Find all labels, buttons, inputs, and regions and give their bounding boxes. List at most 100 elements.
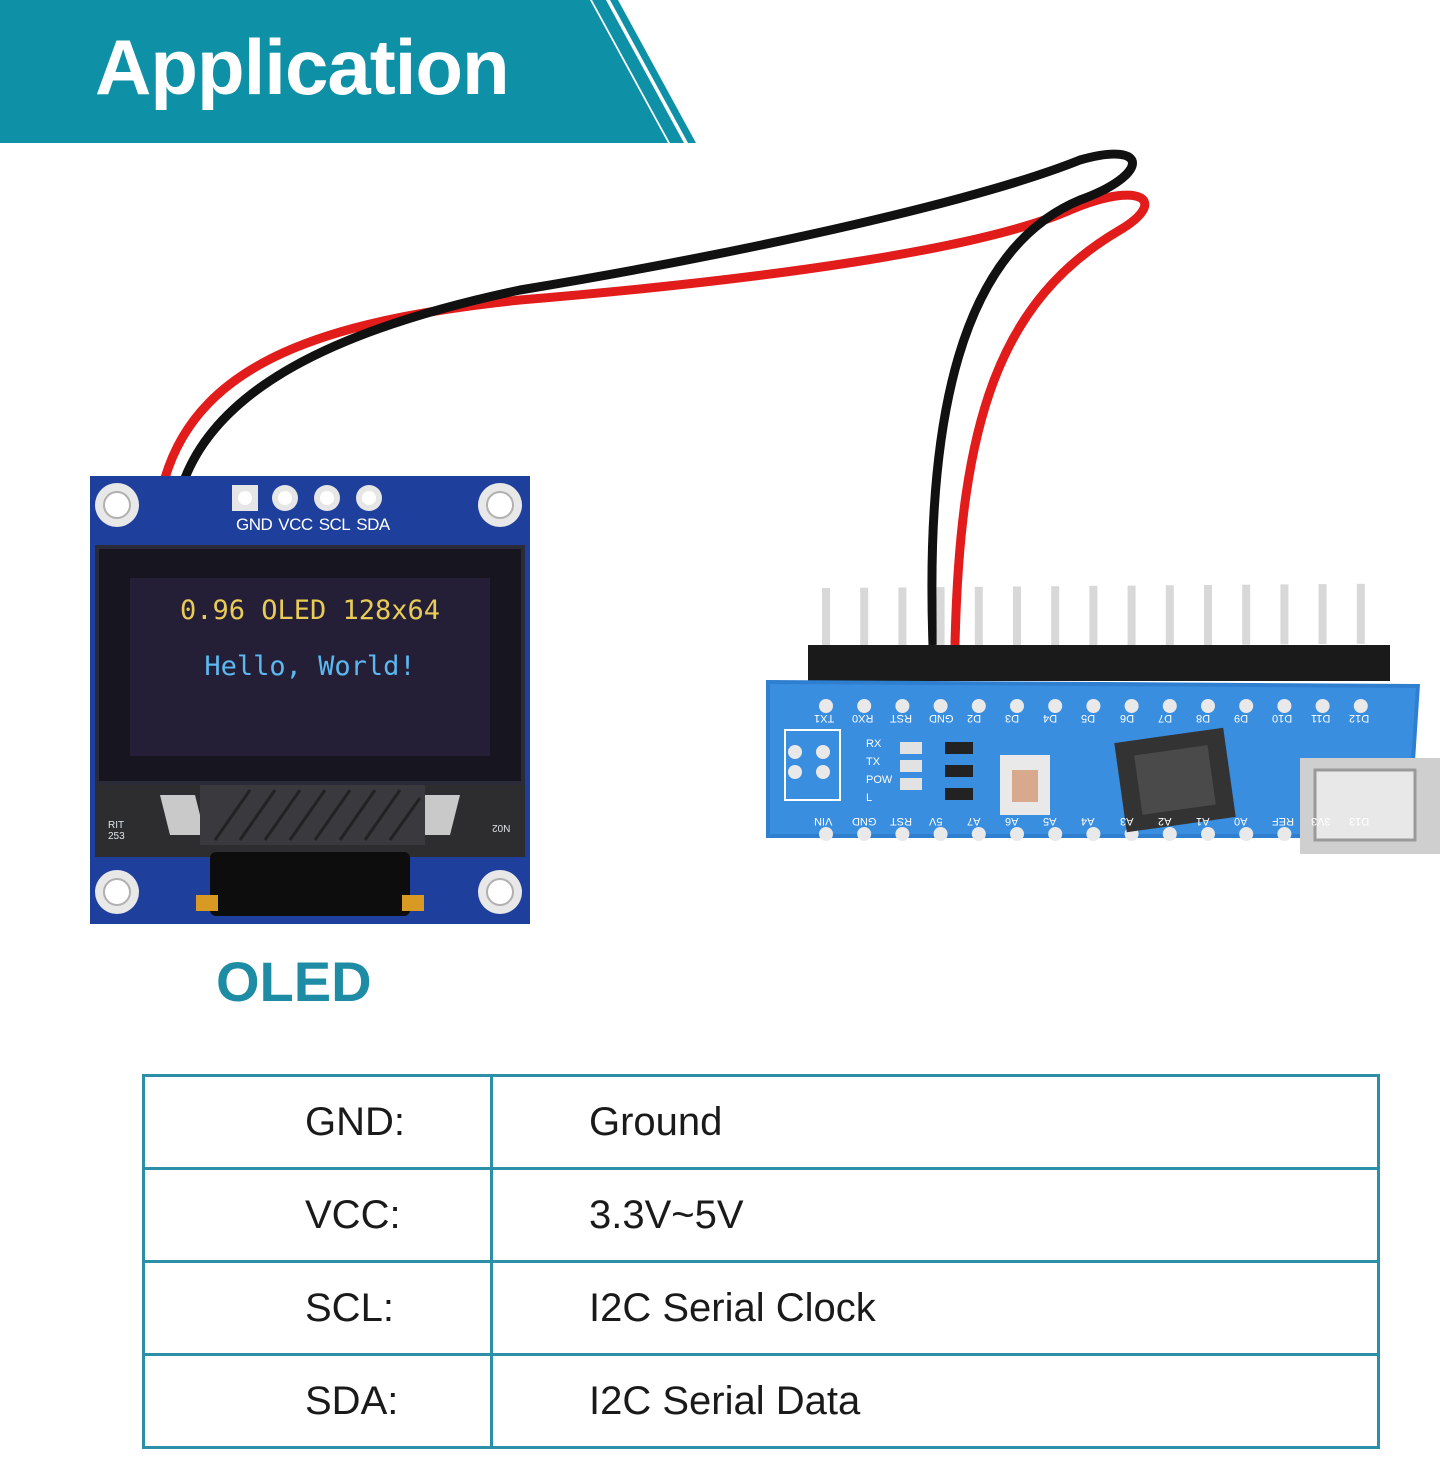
header-banner [0,0,696,143]
pin-name-cell: SDA: [142,1353,493,1449]
silk-left-line-1: RIT [108,820,125,831]
pin-name-cell: SCL: [142,1260,493,1356]
nano-pin-label: A3 [1119,815,1134,827]
pin-pad [895,827,910,841]
nano-pin-label: D4 [1043,712,1058,724]
nano-pin-label: RST [890,712,913,724]
table-row: VCC: 3.3V~5V [142,1167,1380,1263]
pin-pad [1201,699,1215,713]
pin-pad [933,827,948,841]
nano-pin-label: 5V [928,815,943,827]
header-pin [1013,586,1021,647]
silk-left-line-2: 253 [108,831,125,842]
nano-pin-label: A4 [1081,815,1095,827]
pin-pad [1239,699,1254,713]
pin-pad [857,699,872,713]
red-wire [160,190,1150,646]
pin-pad [1162,699,1177,713]
pin-label-vcc: VCC [278,515,313,534]
nano-pin-label: D11 [1310,712,1330,724]
nano-pin-label: A2 [1157,815,1172,827]
pin-pad [971,827,986,841]
pin-pad [1086,699,1101,713]
header-pin [974,586,983,647]
wiring-illustration [90,149,1440,924]
table-row: GND: Ground [142,1074,1380,1170]
nano-led-label: POW [866,774,893,786]
pin-pad [819,827,833,841]
pin-name-cell: GND: [142,1074,493,1170]
header-pin [822,588,830,648]
nano-led-label: RX [866,738,882,750]
header-pin [1127,585,1136,646]
nano-pin-label: A6 [1005,815,1019,827]
pin-pad [1048,827,1063,841]
pin-pad [1353,699,1368,713]
black-wire [180,149,1137,646]
header-pin [898,587,907,648]
pin-pad [895,699,910,713]
oled-silkscreen-right: N02 [492,822,511,833]
nano-pin-label: TX1 [814,712,835,724]
header-pin [1051,586,1060,647]
banner-title: Application [95,23,510,111]
nano-pin-label: D10 [1272,712,1293,724]
oled-silkscreen-left: RIT 253 [108,820,125,842]
pin-pad [1277,827,1292,841]
nano-pin-label: VIN [814,815,833,827]
nano-pin-label: D12 [1348,712,1369,724]
pin-pad [1315,699,1330,713]
pin-pad [1048,699,1063,713]
nano-pin-label: D8 [1196,712,1211,724]
pin-pad [1086,827,1101,841]
pin-pad [1277,699,1292,713]
pin-pad [933,699,948,713]
pin-label-gnd: GND [236,515,273,534]
header-pin [1318,584,1327,645]
pin-pad [857,827,872,841]
nano-led-label: L [866,792,873,804]
pin-pad [971,699,986,713]
nano-pin-label: D6 [1119,712,1134,724]
header-pin [1165,585,1174,646]
nano-pin-label: A7 [966,815,981,827]
nano-led-label: TX [866,756,881,768]
pin-pad [1162,827,1177,841]
nano-pin-label: D2 [966,712,981,724]
nano-pin-label: GND [928,712,954,724]
oled-screen-line-2: Hello, World! [204,651,416,682]
pin-pad [1201,827,1215,841]
nano-pin-label: D3 [1005,712,1020,724]
oled-caption: OLED [216,950,372,1013]
pin-desc-cell: Ground [490,1074,1380,1170]
nano-pin-label: GND [852,815,877,827]
header-pin [1356,583,1365,644]
nano-pin-label: D5 [1081,712,1096,724]
nano-pin-label: A0 [1234,815,1248,827]
pin-pad [1010,699,1024,713]
pin-pad [1124,699,1139,713]
header-pin [1204,585,1212,645]
oled-screen-line-1: 0.96 OLED 128x64 [179,595,441,626]
nano-pin-label: RST [890,815,913,827]
table-row: SCL: I2C Serial Clock [142,1260,1380,1356]
pin-label-sda: SDA [356,515,390,534]
header-pin [860,587,869,648]
nano-pin-label: RX0 [852,712,874,724]
arduino-nano-board [766,583,1440,854]
pin-pad [1010,827,1024,841]
header-pin [1089,585,1098,646]
nano-pin-label: D9 [1234,712,1249,724]
header-pin [1242,584,1251,645]
nano-pin-label: D13 [1348,815,1369,827]
oled-module [90,476,530,924]
header-pin [936,587,945,648]
nano-pin-label: REF [1272,815,1295,827]
pin-desc-cell: I2C Serial Clock [490,1260,1380,1356]
pin-pad [1239,827,1254,841]
header-pin [1280,584,1289,645]
pin-desc-cell: I2C Serial Data [490,1353,1380,1449]
pin-label-scl: SCL [318,515,351,534]
nano-pin-label: D7 [1157,712,1172,724]
table-row: SDA: I2C Serial Data [142,1353,1380,1449]
